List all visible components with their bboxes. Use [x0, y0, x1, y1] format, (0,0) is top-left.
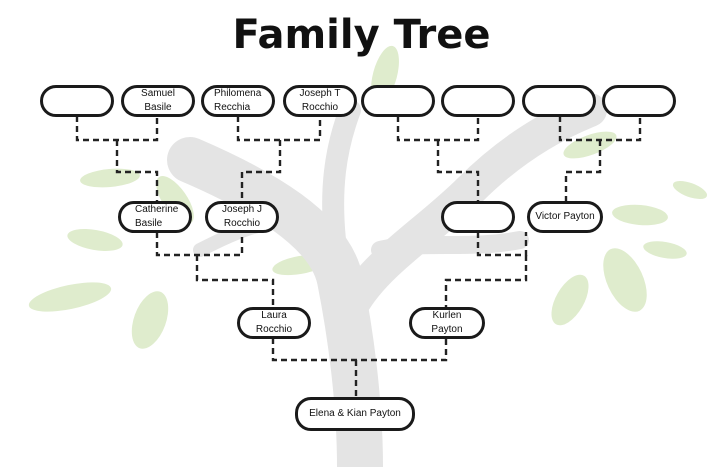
person-box-victor-payton: Victor Payton: [527, 201, 603, 233]
person-box-empty: [441, 201, 515, 233]
page-title: Family Tree: [0, 12, 723, 58]
person-box-samuel-basile: Samuel Basile: [121, 85, 195, 117]
person-box-laura-rocchio: Laura Rocchio: [237, 307, 311, 339]
connector-to-laura: [197, 255, 273, 308]
person-box-elena-kian-payton: Elena & Kian Payton: [295, 397, 415, 431]
person-box-empty: [602, 85, 676, 117]
person-box-philomena-recchia: Philomena Recchia: [201, 85, 275, 117]
person-box-empty: [361, 85, 435, 117]
connector-unknown-pair-left: [398, 116, 478, 140]
person-box-kurlen-payton: Kurlen Payton: [409, 307, 485, 339]
connector-to-kurlen: [446, 255, 526, 308]
person-box-catherine-basile: Catherine Basile: [118, 201, 192, 233]
connector-basile-parents: [77, 116, 157, 140]
person-box-empty: [522, 85, 596, 117]
person-box-joseph-j-rocchio: Joseph J Rocchio: [205, 201, 279, 233]
person-box-empty: [441, 85, 515, 117]
person-box-joseph-t-rocchio: Joseph T Rocchio: [283, 85, 357, 117]
person-box-empty: [40, 85, 114, 117]
connector-rocchio-parents: [238, 116, 320, 140]
